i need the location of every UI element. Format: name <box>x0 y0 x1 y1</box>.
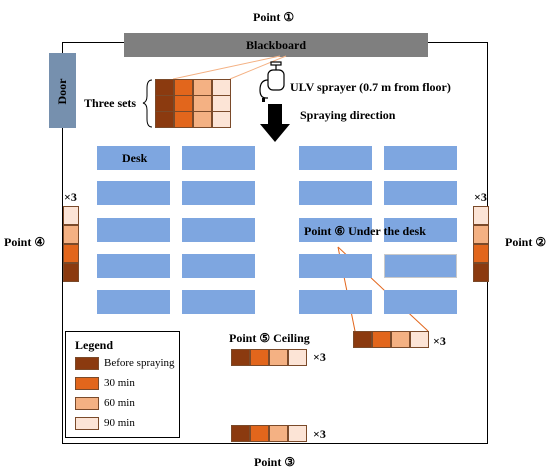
point-6-label: Point ⑥ Under the desk <box>304 224 426 238</box>
blackboard: Blackboard <box>124 33 428 57</box>
legend-item-label: Before spraying <box>104 357 175 369</box>
strip-30 <box>174 79 193 96</box>
desk <box>182 146 255 170</box>
desk <box>299 146 372 170</box>
point-3-strip <box>231 425 307 442</box>
desk <box>97 181 170 205</box>
legend-swatch-60 <box>75 397 99 410</box>
desk-under-sample <box>384 254 457 278</box>
strip-30 <box>174 111 193 128</box>
desk <box>384 218 457 242</box>
desk <box>299 290 372 314</box>
strip-90 <box>288 349 307 366</box>
blackboard-label: Blackboard <box>245 38 306 52</box>
strip-90 <box>473 206 489 225</box>
brace-icon <box>142 79 153 128</box>
sprayer-label: ULV sprayer (0.7 m from floor) <box>290 80 451 94</box>
strip-60 <box>63 225 79 244</box>
spraying-direction-label: Spraying direction <box>300 108 396 122</box>
point-2-strip <box>473 206 489 282</box>
legend-swatch-before <box>75 357 99 370</box>
strip-30 <box>250 425 269 442</box>
strip-before <box>353 331 372 348</box>
strip-30 <box>473 244 489 263</box>
point-6-times3: ×3 <box>433 334 446 348</box>
strip-before <box>231 349 250 366</box>
strip-90 <box>212 79 231 96</box>
desk <box>97 254 170 278</box>
strip-60 <box>193 79 212 96</box>
connector-line <box>229 55 287 80</box>
desk <box>384 146 457 170</box>
legend-swatch-30 <box>75 377 99 390</box>
legend: Legend Before spraying 30 min 60 min 90 … <box>65 331 180 438</box>
strip-30 <box>174 95 193 112</box>
strip-30 <box>372 331 391 348</box>
strip-60 <box>193 111 212 128</box>
legend-item-label: 90 min <box>104 417 135 429</box>
desk <box>182 218 255 242</box>
down-arrow-icon <box>260 104 290 142</box>
desk <box>97 218 170 242</box>
strip-30 <box>63 244 79 263</box>
strip-90 <box>212 111 231 128</box>
desk <box>182 290 255 314</box>
strip-before <box>155 95 174 112</box>
strip-60 <box>269 349 288 366</box>
sprayer-icon <box>259 61 285 102</box>
strip-60 <box>269 425 288 442</box>
point-4-times3: ×3 <box>64 190 77 204</box>
strip-90 <box>288 425 307 442</box>
point-4-label: Point ④ <box>4 235 46 249</box>
desk <box>299 254 372 278</box>
strip-before <box>231 425 250 442</box>
point-6-strip <box>353 331 429 348</box>
legend-item-label: 60 min <box>104 397 135 409</box>
point-4-strip <box>63 206 79 282</box>
desk <box>182 181 255 205</box>
strip-30 <box>250 349 269 366</box>
point-5-label: Point ⑤ Ceiling <box>229 331 310 345</box>
strip-before <box>155 111 174 128</box>
three-sets-label: Three sets <box>84 96 137 110</box>
point-2-times3: ×3 <box>474 190 487 204</box>
point-5-times3: ×3 <box>313 350 326 364</box>
desk <box>299 218 372 242</box>
desk <box>299 181 372 205</box>
legend-title: Legend <box>75 338 114 352</box>
legend-swatch-90 <box>75 417 99 430</box>
strip-60 <box>473 225 489 244</box>
desk-label: Desk <box>122 151 148 165</box>
strip-before <box>473 263 489 282</box>
point-3-label: Point ③ <box>254 455 296 469</box>
point-5-strip <box>231 349 307 366</box>
desk <box>384 290 457 314</box>
strip-before <box>63 263 79 282</box>
point-2-label: Point ② <box>505 235 547 249</box>
point-1-label: Point ① <box>253 10 295 24</box>
strip-60 <box>193 95 212 112</box>
strip-60 <box>391 331 410 348</box>
strip-90 <box>63 206 79 225</box>
desk <box>384 181 457 205</box>
three-sets-strips <box>155 79 231 129</box>
desk <box>182 254 255 278</box>
point-3-times3: ×3 <box>313 427 326 441</box>
strip-90 <box>212 95 231 112</box>
desk <box>97 290 170 314</box>
desk <box>97 146 170 170</box>
door: Door <box>49 53 76 128</box>
connector-line <box>172 55 281 80</box>
strip-before <box>155 79 174 96</box>
strip-90 <box>410 331 429 348</box>
legend-item-label: 30 min <box>104 377 135 389</box>
